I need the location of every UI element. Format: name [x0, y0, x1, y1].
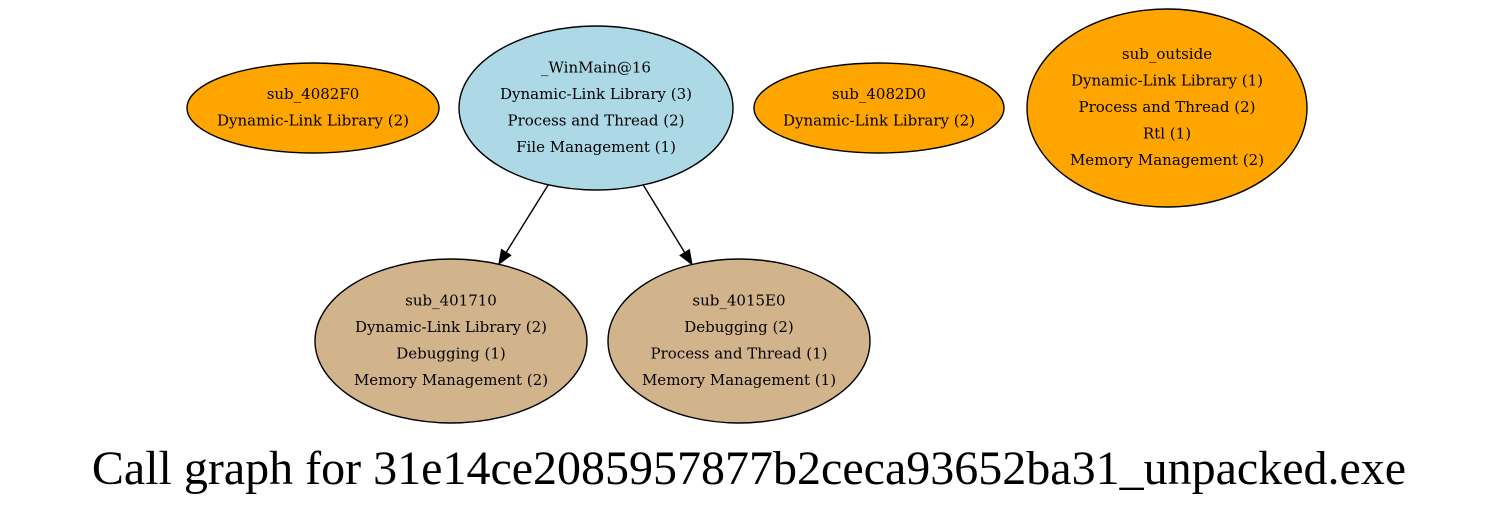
node-api-category: Process and Thread (2)	[508, 111, 685, 129]
node-api-category: Memory Management (2)	[354, 371, 548, 389]
node-api-category: Debugging (1)	[396, 344, 505, 362]
edge-winmain-16-to-sub-401710	[498, 184, 549, 266]
node-api-category: File Management (1)	[516, 138, 676, 156]
node-api-category: Process and Thread (2)	[1079, 98, 1256, 116]
edge-line	[642, 184, 686, 253]
graph-title: Call graph for 31e14ce2085957877b2ceca93…	[92, 442, 1406, 495]
edge-winmain-16-to-sub-4015e0	[642, 184, 693, 266]
node-api-category: Debugging (2)	[684, 318, 793, 336]
node-api-category: Dynamic-Link Library (1)	[1071, 72, 1263, 90]
node-api-category: Dynamic-Link Library (2)	[355, 318, 547, 336]
node-name: sub_401710	[405, 291, 497, 309]
node-ellipse	[186, 62, 440, 154]
node-api-category: Dynamic-Link Library (2)	[783, 111, 975, 129]
node-api-category: Memory Management (2)	[1070, 151, 1264, 169]
node-api-category: Dynamic-Link Library (3)	[500, 85, 692, 103]
arrow-head-icon	[498, 248, 512, 266]
node-name: sub_4082D0	[832, 85, 926, 103]
node-name: sub_4082F0	[267, 85, 360, 103]
node-ellipse	[314, 258, 588, 424]
node-ellipse	[753, 62, 1005, 154]
node-ellipse	[458, 25, 734, 191]
node-name: sub_outside	[1122, 45, 1212, 63]
edges-layer	[498, 184, 693, 266]
node-name: sub_4015E0	[692, 291, 785, 309]
node-api-category: Rtl (1)	[1143, 125, 1191, 143]
node-ellipse	[1026, 8, 1308, 208]
node-api-category: Dynamic-Link Library (2)	[217, 111, 409, 129]
arrow-head-icon	[679, 248, 693, 266]
node-api-category: Memory Management (1)	[642, 371, 836, 389]
node-name: _WinMain@16	[541, 58, 651, 76]
edge-line	[505, 184, 549, 253]
node-ellipse	[607, 258, 871, 424]
node-api-category: Process and Thread (1)	[651, 344, 828, 362]
